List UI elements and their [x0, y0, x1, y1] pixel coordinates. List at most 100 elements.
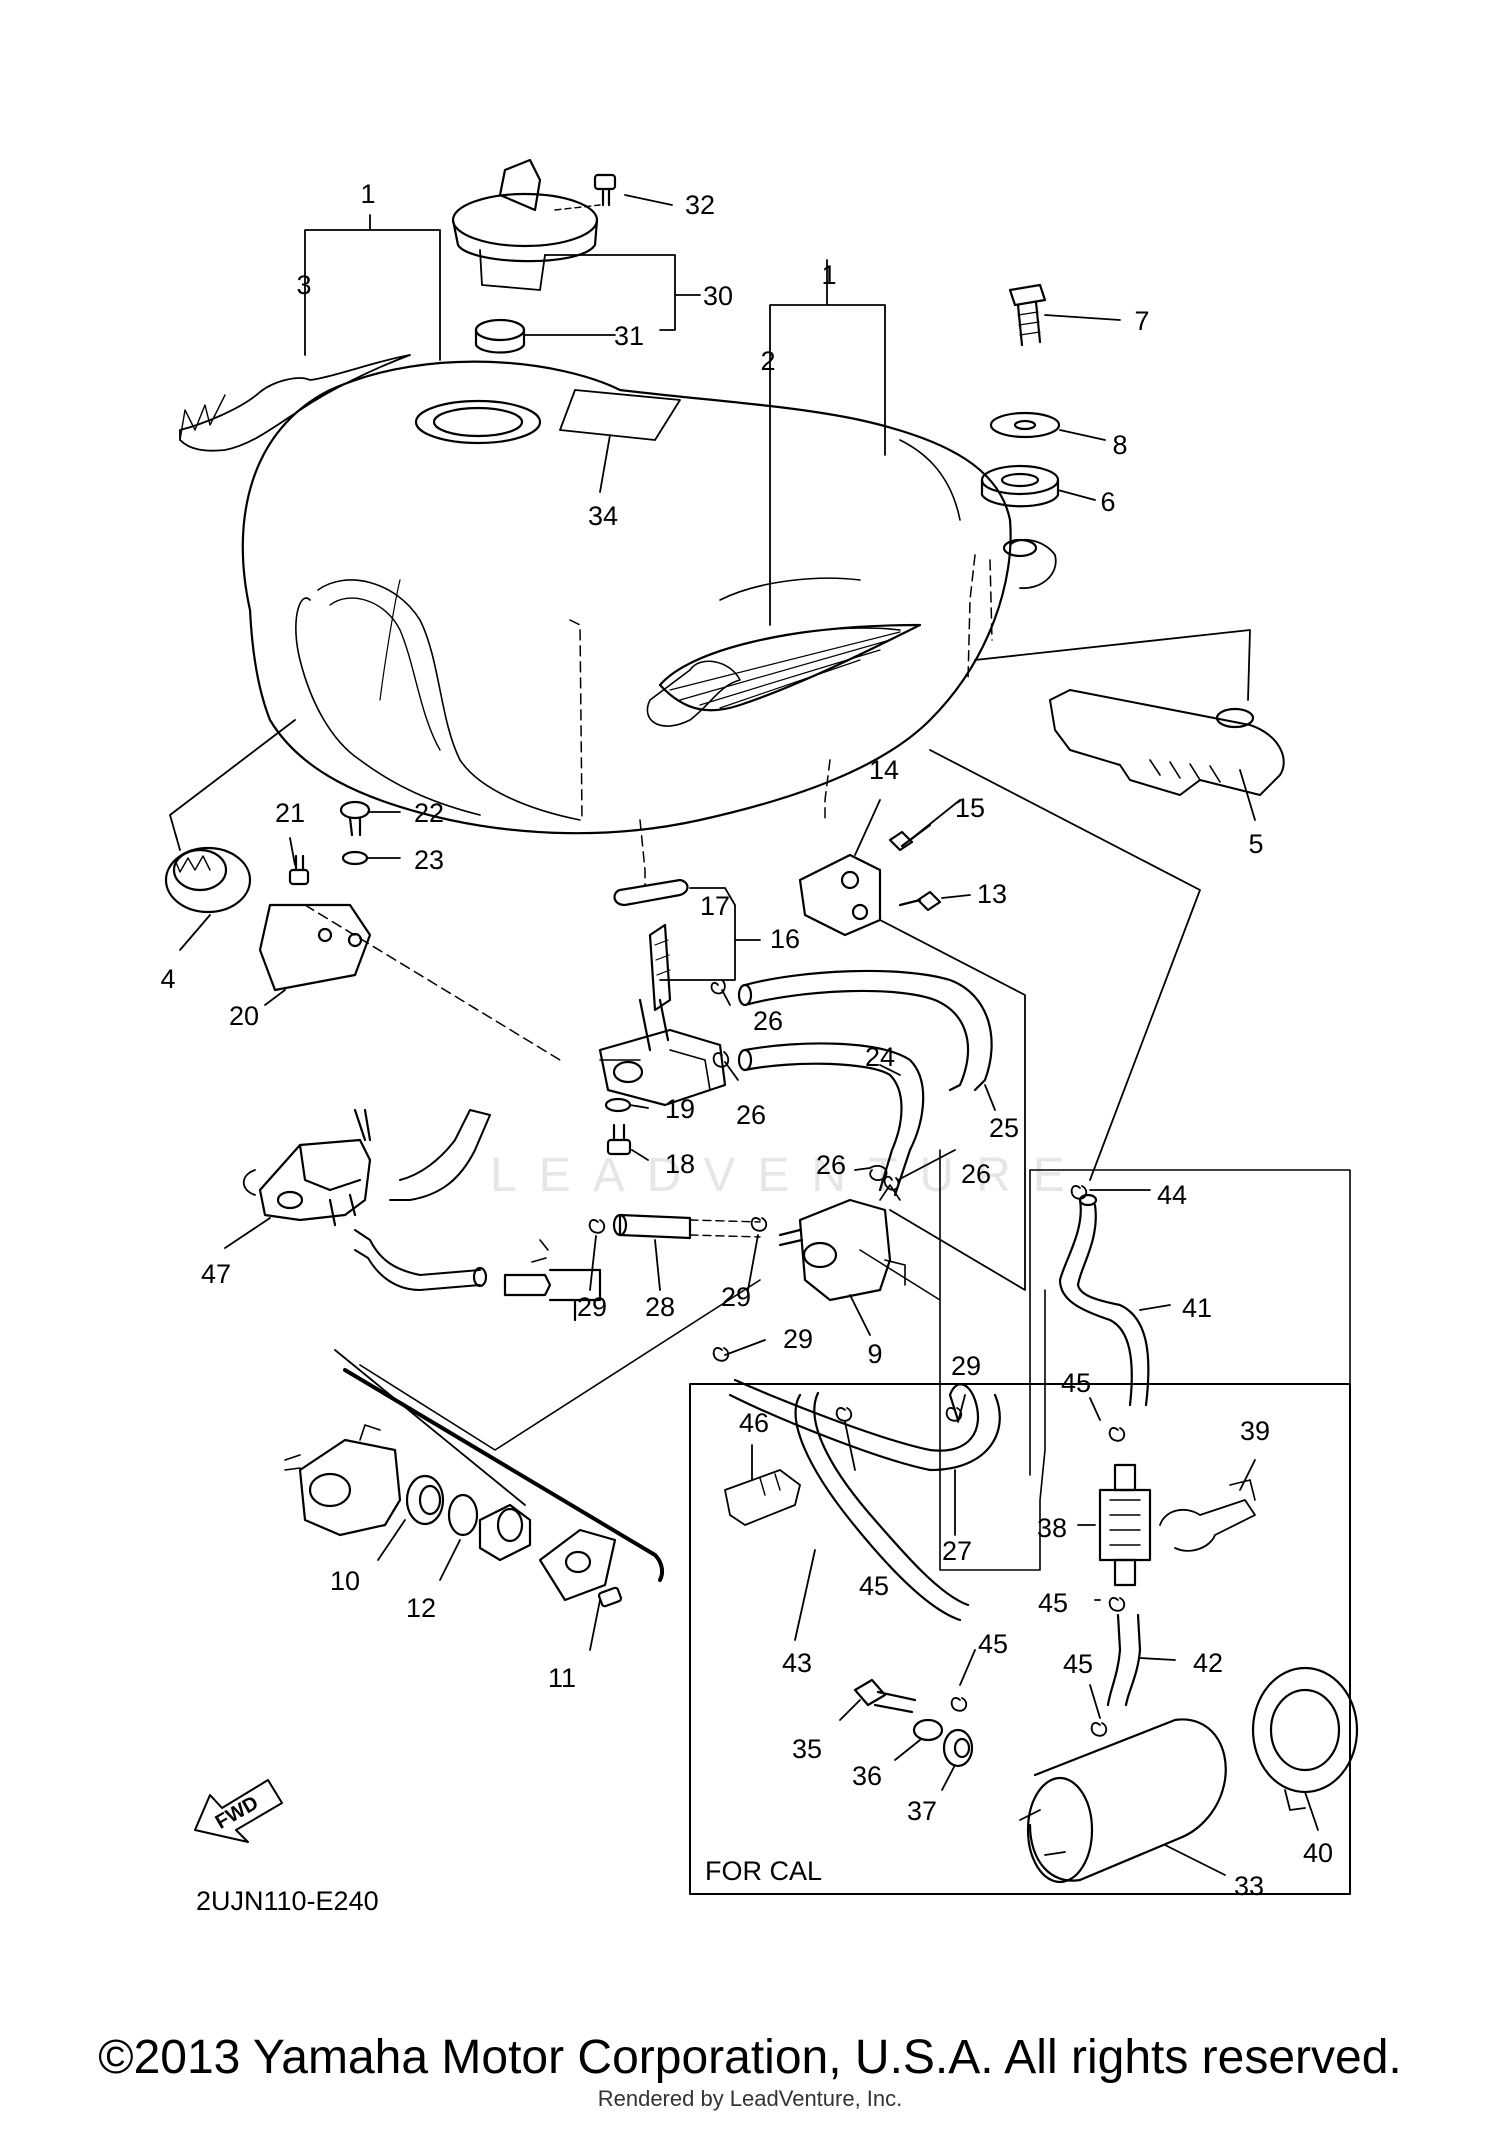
callout-labels: 1 1 2 3 4 5 6 7 8 9 10 11 12 13 14 15 16…: [160, 179, 1333, 1901]
clamp-26: [869, 1165, 888, 1182]
callout-label: 14: [869, 755, 899, 785]
screw-22: [339, 800, 371, 837]
screw-11: [597, 1586, 623, 1608]
callout-label: 35: [792, 1734, 822, 1764]
plate-20: [258, 903, 372, 992]
callout-label: 29: [783, 1324, 813, 1354]
fuel-filter-38: [1098, 1463, 1152, 1587]
hose-27: [728, 1378, 1001, 1472]
callout-label: 47: [201, 1259, 231, 1289]
bolt-21: [288, 854, 310, 886]
callout-label: 45: [978, 1629, 1008, 1659]
washer-19: [604, 1097, 632, 1113]
callout-label: 45: [1063, 1649, 1093, 1679]
hose-43: [794, 1391, 970, 1622]
clamp-45: [1090, 1722, 1108, 1737]
pipe-28: [618, 1213, 692, 1240]
diagram-code: 2UJN110-E240: [196, 1886, 379, 1916]
clamp-29: [750, 1217, 768, 1232]
callout-label: 25: [989, 1113, 1019, 1143]
callout-label: 6: [1100, 487, 1115, 517]
bolt-7: [1008, 283, 1047, 347]
for-cal-label: FOR CAL: [705, 1856, 822, 1886]
filler-neck: [414, 399, 542, 445]
callout-label: 32: [685, 190, 715, 220]
clamp-26: [712, 1051, 730, 1068]
hose-41: [1058, 1198, 1150, 1407]
callout-label: 1: [821, 260, 836, 290]
plate-17: [613, 878, 689, 907]
washer-8: [989, 411, 1061, 439]
callout-label: 46: [739, 1408, 769, 1438]
callout-label: 42: [1193, 1648, 1223, 1678]
callout-label: 43: [782, 1648, 812, 1678]
pump-assembly-10: [284, 1424, 402, 1537]
bracket-5: [1049, 689, 1285, 796]
callout-label: 4: [160, 964, 175, 994]
callout-label: 28: [645, 1292, 675, 1322]
hose-24: [743, 1042, 925, 1197]
callout-label: 7: [1134, 306, 1149, 336]
fuel-tank-parts-diagram: 1 1 2 3 4 5 6 7 8 9 10 11 12 13 14 15 16…: [160, 158, 1359, 1916]
canister-33: [1019, 1718, 1227, 1884]
fwd-arrow-icon: [194, 1779, 283, 1843]
clamp-45: [1108, 1427, 1126, 1442]
callout-label: 30: [703, 281, 733, 311]
callout-label: 13: [977, 879, 1007, 909]
callout-label: 27: [942, 1536, 972, 1566]
callout-label: 18: [665, 1149, 695, 1179]
callout-label: 8: [1112, 430, 1127, 460]
bolt-35: [853, 1678, 917, 1714]
fuel-pump-47: [242, 1108, 372, 1227]
callout-label: 5: [1248, 829, 1263, 859]
callout-label: 16: [770, 924, 800, 954]
bracket-39: [1159, 1479, 1256, 1552]
callout-label: 31: [614, 321, 644, 351]
callout-label: 1: [360, 179, 375, 209]
callout-label: 29: [721, 1282, 751, 1312]
clamp-45: [1108, 1597, 1126, 1612]
rendered-by-notice: Rendered by LeadVenture, Inc.: [597, 2086, 903, 2111]
hose-25: [743, 969, 993, 1092]
callout-label: 34: [588, 501, 618, 531]
callout-label: 22: [414, 798, 444, 828]
clamp-45: [950, 1697, 968, 1712]
clamp-45: [835, 1407, 853, 1422]
valve-body: [478, 1503, 532, 1562]
callout-label: 26: [736, 1100, 766, 1130]
collar-36: [912, 1718, 944, 1742]
bolt-18: [606, 1123, 632, 1156]
callout-label: 10: [330, 1566, 360, 1596]
callout-label: 38: [1037, 1513, 1067, 1543]
fuel-cap: [451, 158, 601, 291]
callout-label: 44: [1157, 1180, 1187, 1210]
tank-decal: [179, 354, 411, 452]
washer-23: [341, 850, 369, 866]
callout-label: 11: [548, 1663, 576, 1693]
gasket-31: [474, 318, 526, 354]
callout-label: 24: [865, 1042, 895, 1072]
callout-label: 9: [867, 1339, 882, 1369]
callout-label: 29: [951, 1351, 981, 1381]
diaphragm-10: [405, 1474, 445, 1526]
tank-emblem: [646, 623, 922, 727]
callout-label: 39: [1240, 1416, 1270, 1446]
bolt-32: [593, 173, 617, 207]
callout-label: 2: [760, 346, 775, 376]
callout-label: 26: [753, 1006, 783, 1036]
fuel-pump-9: [778, 1184, 906, 1302]
copyright-notice: ©2013 Yamaha Motor Corporation, U.S.A. A…: [98, 2031, 1402, 2084]
callout-label: 17: [700, 891, 730, 921]
hose-42: [1106, 1613, 1142, 1707]
callout-label: 41: [1182, 1293, 1212, 1323]
clamp-44: [1070, 1185, 1088, 1200]
callout-label: 29: [577, 1292, 607, 1322]
bolt-13: [898, 890, 942, 912]
callout-label: 45: [859, 1571, 889, 1601]
grommet-37: [942, 1728, 974, 1768]
callout-label: 19: [665, 1094, 695, 1124]
watermark: LEADVENTURE: [490, 1149, 1087, 1202]
callout-label: 45: [1038, 1588, 1068, 1618]
cap-40: [1251, 1666, 1359, 1811]
callout-label: 45: [1061, 1368, 1091, 1398]
